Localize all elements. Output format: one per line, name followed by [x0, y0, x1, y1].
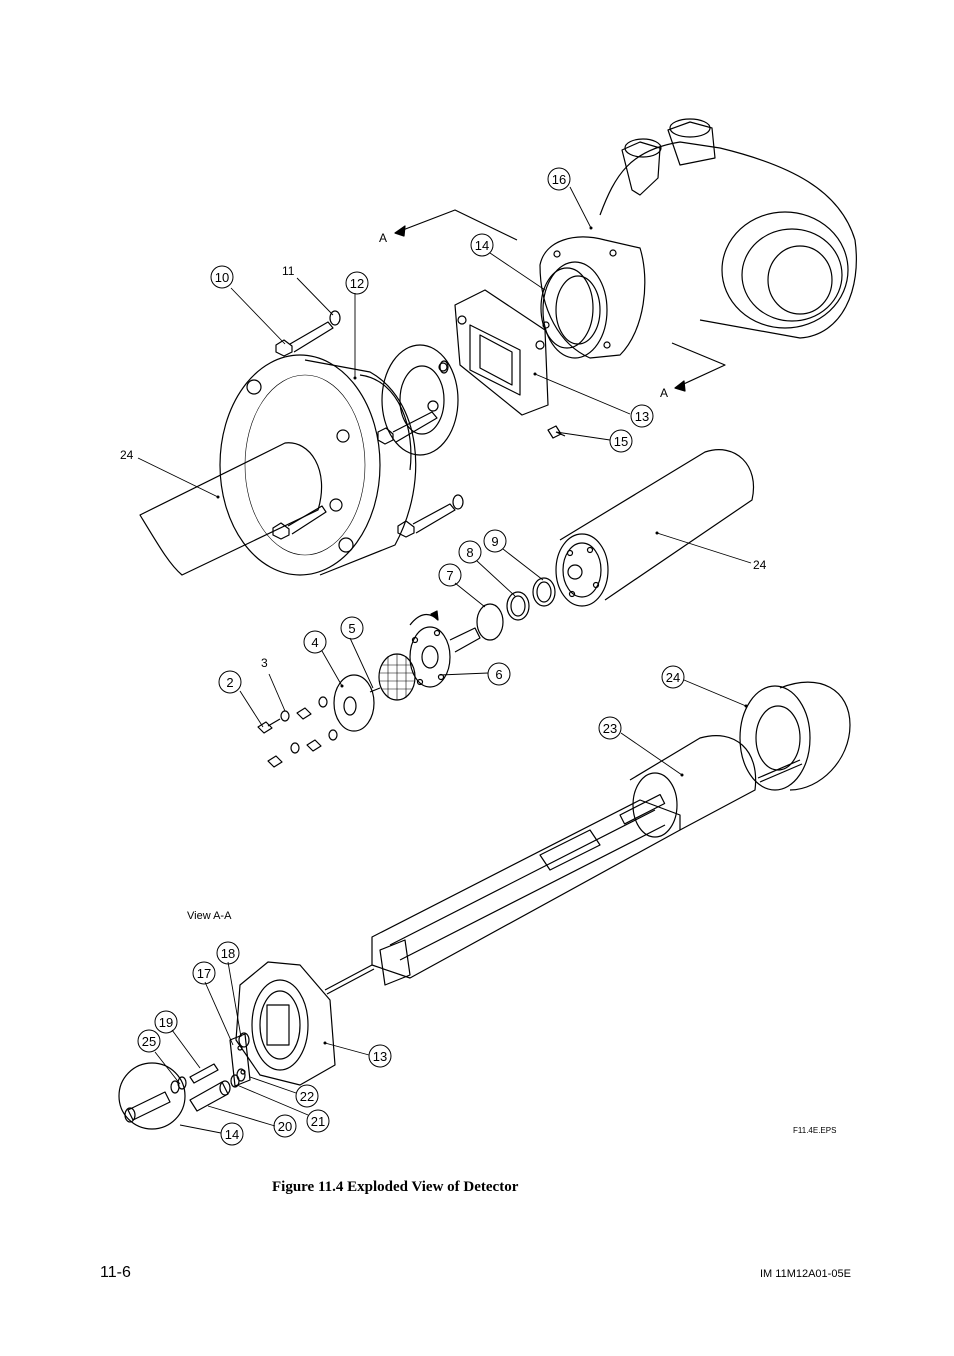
ring-7: [476, 603, 504, 641]
callout-2: 2: [226, 675, 233, 690]
document-id: IM 11M12A01-05E: [760, 1268, 851, 1280]
figure-caption: Figure 11.4 Exploded View of Detector: [272, 1179, 519, 1195]
callout-12: 12: [350, 276, 364, 291]
ring-18: [238, 1032, 250, 1048]
callout-6: 6: [495, 667, 502, 682]
retaining-plate-4: [333, 674, 381, 732]
callout-4: 4: [311, 635, 318, 650]
adapter-plate-lower: [235, 961, 336, 1086]
callout-22: 22: [300, 1089, 314, 1104]
callout-14-upper: 14: [475, 238, 489, 253]
leader-dots: [216, 226, 748, 1045]
page-number: 11-6: [100, 1264, 131, 1281]
o-ring-upper: [540, 267, 594, 349]
gasket-17: [229, 1033, 251, 1087]
callout-19: 19: [159, 1015, 173, 1030]
callout-13-lower: 13: [373, 1049, 387, 1064]
ring-22: [236, 1068, 246, 1082]
label-11: 11: [282, 264, 295, 278]
callout-10: 10: [215, 270, 229, 285]
converter-housing: [539, 118, 857, 359]
section-arrows: [394, 209, 726, 392]
callout-numbers: 16 14 10 12 13 15 9 8 7 5 6 4 2 24 23 13…: [142, 172, 680, 1142]
adapter-plate-upper: [454, 289, 549, 416]
label-3: 3: [261, 656, 268, 670]
ring-21: [230, 1074, 240, 1088]
sensor-assembly: [324, 735, 757, 995]
callout-8: 8: [466, 545, 473, 560]
connector-20: [189, 1080, 231, 1112]
ring-9: [532, 577, 556, 607]
callout-14-lower: 14: [225, 1127, 239, 1142]
flange-assembly: [139, 344, 459, 576]
label-24-left: 24: [120, 448, 134, 462]
callout-circles: [137, 167, 685, 1146]
callout-13-upper: 13: [635, 409, 649, 424]
detector-cell: [555, 449, 754, 607]
callout-7: 7: [446, 568, 453, 583]
callout-23: 23: [603, 721, 617, 736]
section-label-a-top: A: [379, 231, 387, 245]
pin-25: [124, 1076, 187, 1123]
callout-9: 9: [491, 534, 498, 549]
o-ring-lower: [118, 1062, 186, 1130]
callout-18: 18: [221, 946, 235, 961]
callout-17: 17: [197, 966, 211, 981]
callout-5: 5: [348, 621, 355, 636]
probe-flange-lower: [739, 681, 851, 791]
screw-19: [189, 1063, 219, 1084]
section-label-a-bottom: A: [660, 386, 668, 400]
callout-21: 21: [311, 1114, 325, 1129]
screws-2-3: [257, 696, 338, 768]
plain-labels: 11 3 24 24 A A View A-A F11.4E.EPS: [120, 231, 836, 1135]
callout-15: 15: [614, 434, 628, 449]
callout-20: 20: [278, 1119, 292, 1134]
mesh-filter-5: [378, 653, 416, 701]
callout-24-lower: 24: [666, 670, 680, 685]
callout-16: 16: [552, 172, 566, 187]
ring-8: [506, 591, 530, 621]
filter-disc-6: [409, 610, 481, 688]
label-24-right: 24: [753, 558, 767, 572]
callout-25: 25: [142, 1034, 156, 1049]
leader-lines: [137, 186, 752, 1134]
bolts-10-11: [272, 310, 464, 540]
view-label: View A-A: [187, 910, 232, 922]
file-id: F11.4E.EPS: [793, 1126, 836, 1135]
